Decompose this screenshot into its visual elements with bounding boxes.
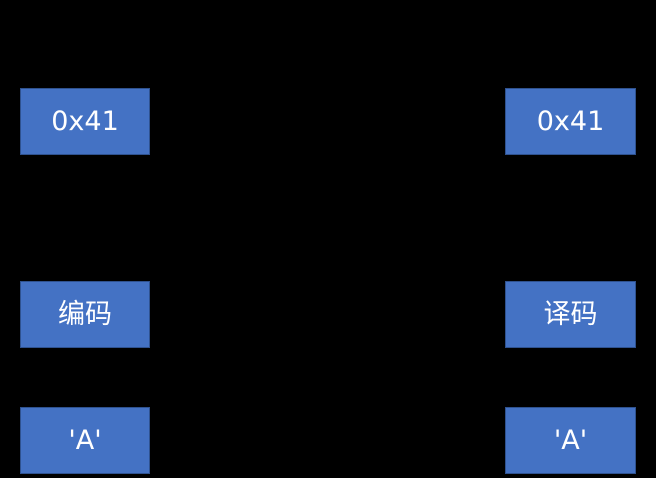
node-hex-right[interactable]: 0x41 [505, 88, 636, 155]
node-char-right-label: 'A' [553, 425, 588, 456]
node-decode[interactable]: 译码 [505, 281, 636, 348]
node-char-left[interactable]: 'A' [20, 407, 150, 474]
node-encode-label: 编码 [58, 299, 112, 330]
node-char-right[interactable]: 'A' [505, 407, 636, 474]
node-char-left-label: 'A' [68, 425, 102, 456]
node-hex-right-label: 0x41 [536, 106, 605, 137]
node-hex-left-label: 0x41 [51, 106, 119, 137]
node-hex-left[interactable]: 0x41 [20, 88, 150, 155]
node-decode-label: 译码 [543, 299, 598, 330]
node-encode[interactable]: 编码 [20, 281, 150, 348]
